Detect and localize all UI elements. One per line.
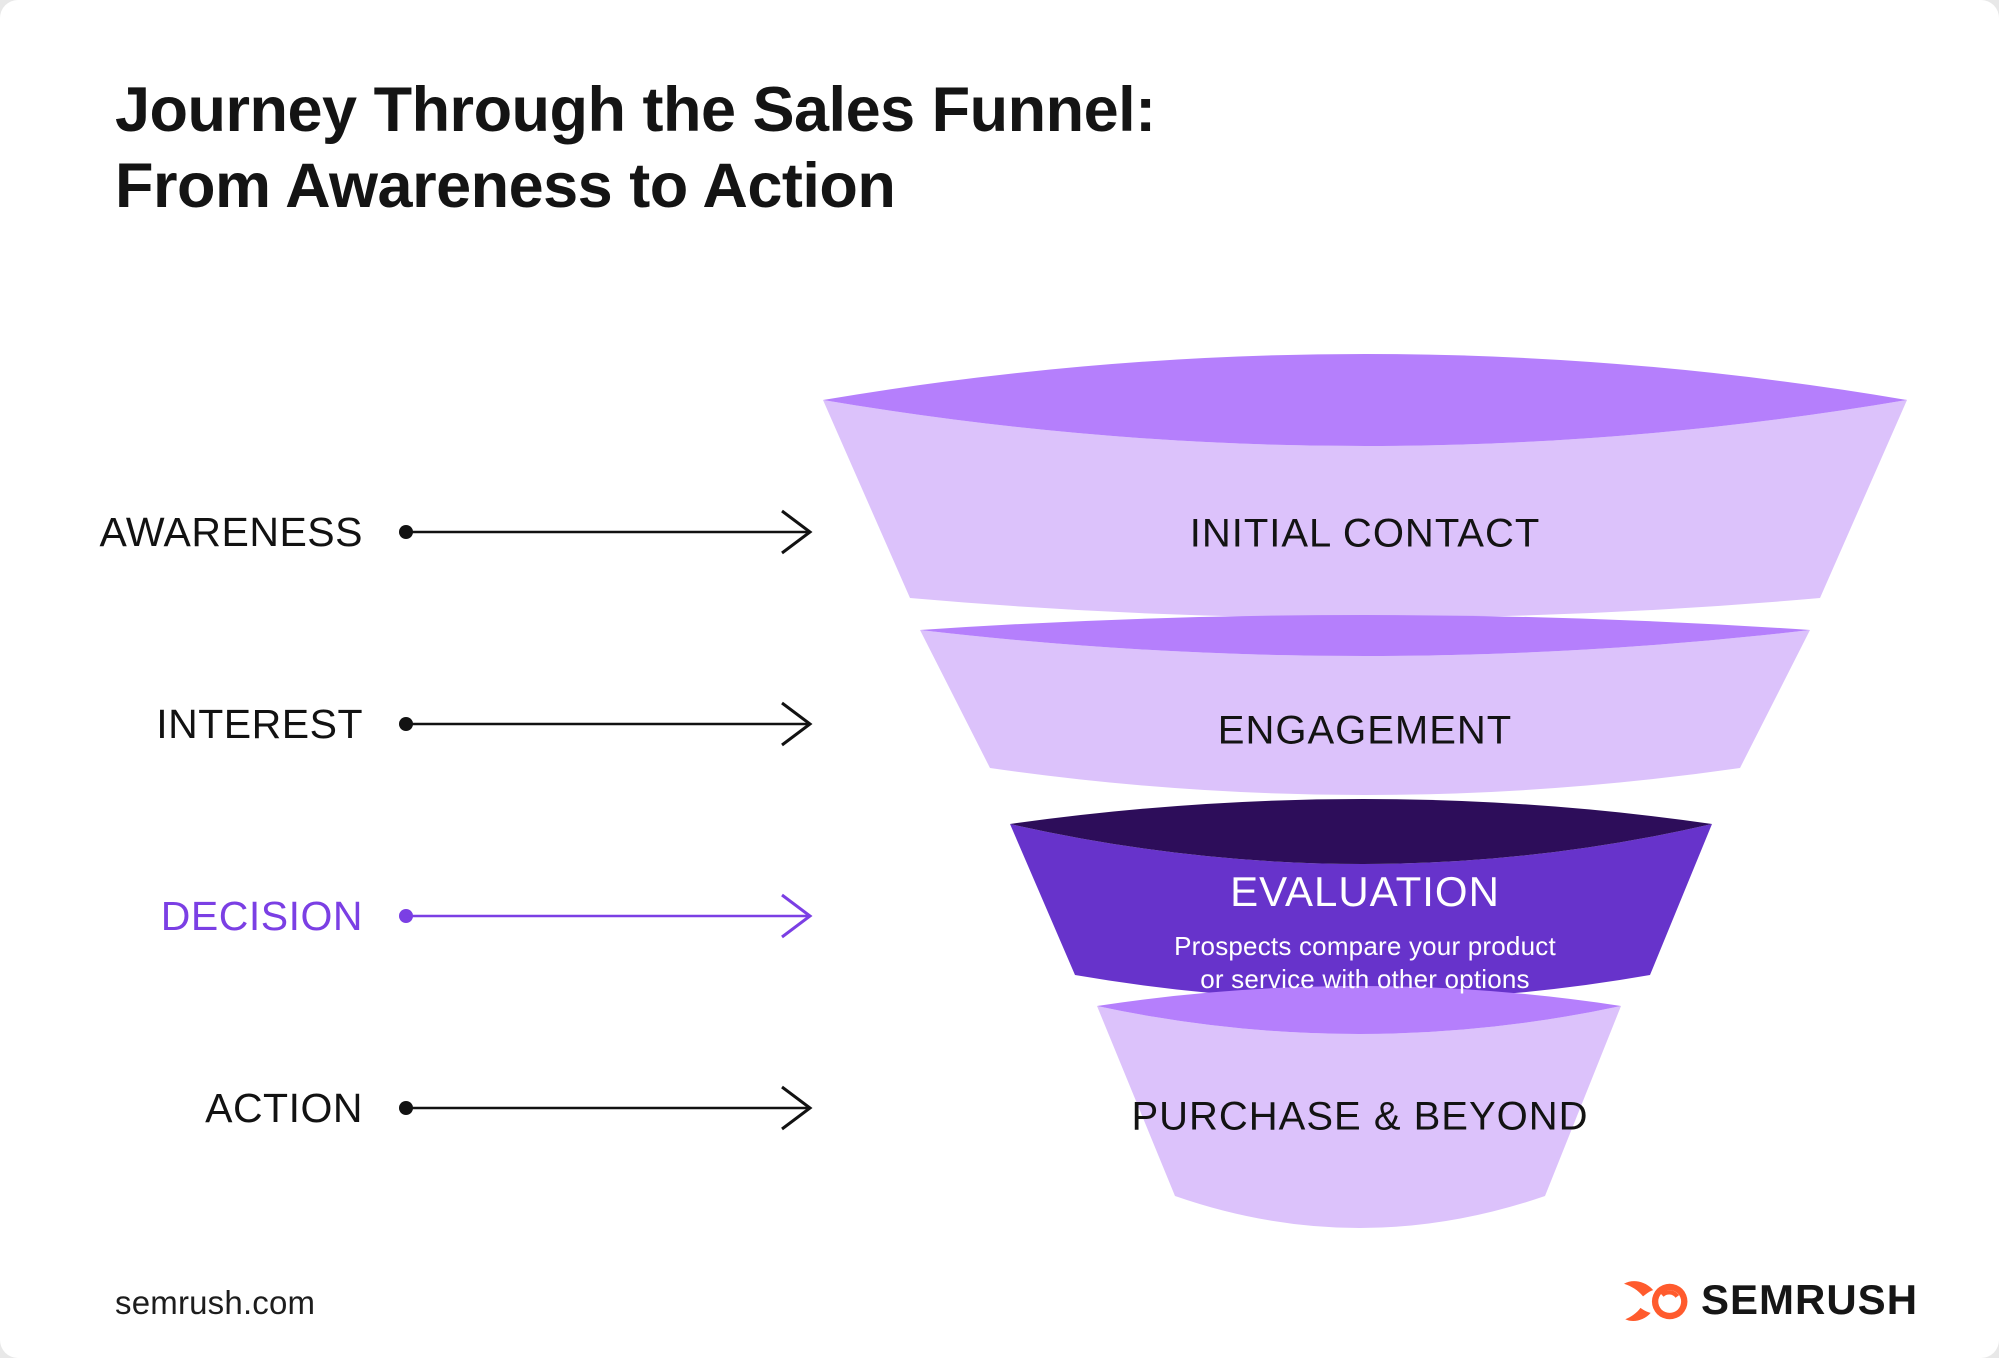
funnel-label-purchase-beyond: PURCHASE & BEYOND (1131, 1094, 1589, 1139)
site-url-text: semrush.com (115, 1284, 316, 1321)
funnel-seg4-lip (1097, 986, 1621, 1034)
funnel-seg3-lip (1010, 799, 1712, 864)
stage-label-interest: INTEREST (156, 700, 363, 747)
funnel-seg2-body (920, 630, 1810, 795)
funnel-seg1-body (823, 400, 1907, 618)
stage-label-awareness: AWARENESS (99, 508, 363, 555)
evaluation-description-line1: Prospects compare your product (1174, 931, 1556, 961)
sales-funnel-graphic (823, 354, 1907, 1228)
stage-label-action: ACTION (205, 1084, 363, 1131)
stage-row-awareness: AWARENESS (90, 502, 827, 562)
funnel-label-initial-contact: INITIAL CONTACT (1189, 511, 1541, 556)
funnel-seg3-body (1010, 824, 1712, 1000)
semrush-wordmark: SEMRUSH (1701, 1276, 1919, 1323)
semrush-comet-icon (1624, 1280, 1688, 1321)
arrow-right-icon (399, 509, 813, 555)
arrow-right-icon (399, 701, 813, 747)
funnel-seg1-lip (823, 354, 1907, 446)
funnel-label-evaluation: EVALUATION (1230, 868, 1500, 915)
funnel-evaluation-block: EVALUATION Prospects compare your produc… (1174, 868, 1556, 996)
stage-label-decision: DECISION (160, 892, 363, 939)
arrow-right-icon (399, 893, 813, 939)
funnel-seg2-lip (920, 615, 1810, 656)
funnel-seg4-body (1097, 1006, 1621, 1228)
page-title: Journey Through the Sales Funnel: From A… (115, 72, 1156, 224)
semrush-logo: SEMRUSH (1624, 1276, 1918, 1326)
evaluation-description-line2: or service with other options (1200, 964, 1530, 994)
funnel-evaluation-description: Prospects compare your product or servic… (1174, 930, 1556, 996)
page-title-line2: From Awareness to Action (115, 151, 896, 221)
stage-row-interest: INTEREST (90, 694, 827, 754)
stage-row-decision: DECISION (90, 886, 827, 946)
funnel-label-engagement: ENGAGEMENT (1217, 708, 1513, 753)
stage-row-action: ACTION (90, 1078, 827, 1138)
page-title-line1: Journey Through the Sales Funnel: (115, 75, 1156, 145)
arrow-right-icon (399, 1085, 813, 1131)
